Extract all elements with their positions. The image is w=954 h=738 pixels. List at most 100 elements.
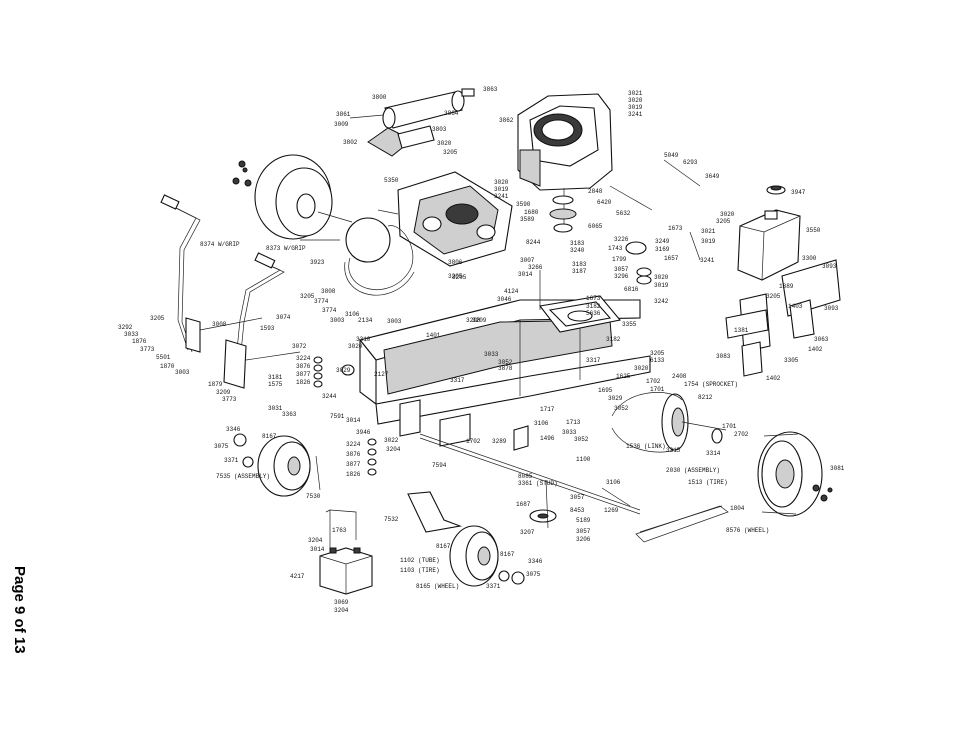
battery xyxy=(319,509,373,595)
part-label: 3019 xyxy=(494,186,509,193)
part-label: 3315 xyxy=(666,447,681,454)
part-label: 1625 xyxy=(616,373,631,380)
part-label: 8212 xyxy=(698,394,713,401)
part-label: 7535 (ASSEMBLY) xyxy=(216,473,270,480)
part-label: 3008 xyxy=(212,321,227,328)
part-label: 3019 xyxy=(654,282,669,289)
part-label: 3033 xyxy=(484,351,499,358)
part-label: 2408 xyxy=(672,373,687,380)
part-label: 3020 xyxy=(494,179,509,186)
part-label: 3773 xyxy=(222,396,237,403)
part-label: 4124 xyxy=(504,288,519,295)
part-label: 8165 (WHEEL) xyxy=(416,583,459,590)
part-label: 3204 xyxy=(386,446,401,453)
part-label: 2134 xyxy=(358,317,373,324)
part-label: 1826 xyxy=(346,471,361,478)
part-label: 3183 xyxy=(570,240,585,247)
part-label: 3187 xyxy=(572,268,587,275)
right-brackets xyxy=(725,259,841,377)
part-label: 3947 xyxy=(791,189,806,196)
part-label: 1680 xyxy=(524,209,539,216)
front-axle xyxy=(407,425,641,533)
part-label: 1673 xyxy=(586,295,601,302)
part-label: 3003 xyxy=(175,369,190,376)
part-label: 3590 xyxy=(516,201,531,208)
part-label: 3052 xyxy=(574,436,589,443)
part-label: 3371 xyxy=(224,457,239,464)
fuel-tank xyxy=(737,185,801,281)
part-label: 6065 xyxy=(588,223,603,230)
part-label: 3206 xyxy=(576,536,591,543)
part-label: 5189 xyxy=(576,517,591,524)
part-label: 3300 xyxy=(802,255,817,262)
part-label: 3029 xyxy=(336,367,351,374)
part-label: 3003 xyxy=(387,318,402,325)
part-label: 8374 W/GRIP xyxy=(200,241,240,248)
part-label: 3009 xyxy=(334,121,349,128)
part-label: 3205 xyxy=(452,274,467,281)
part-label: 1269 xyxy=(604,507,619,514)
part-label: 3205 xyxy=(650,350,665,357)
part-label: 3072 xyxy=(292,343,307,350)
part-label: 3292 xyxy=(118,324,133,331)
part-label: 8576 (WHEEL) xyxy=(726,527,769,534)
part-label: 3205 xyxy=(448,273,463,280)
part-label: 3075 xyxy=(526,571,541,578)
part-label: 3355 xyxy=(622,321,637,328)
part-label: 3205 xyxy=(150,315,165,322)
part-label: 1876 xyxy=(132,338,147,345)
part-label: 3020 xyxy=(634,365,649,372)
part-label: 1657 xyxy=(664,255,679,262)
part-label: 7530 xyxy=(306,493,321,500)
part-label: 3266 xyxy=(528,264,543,271)
part-label: 7591 xyxy=(330,413,345,420)
part-label: 3003 xyxy=(330,317,345,324)
part-label: 1575 xyxy=(268,381,283,388)
drive-sprocket xyxy=(611,392,727,453)
part-label: 3209 xyxy=(216,389,231,396)
part-label: 3861 xyxy=(336,111,351,118)
part-label: 1103 (TIRE) xyxy=(400,567,440,574)
part-label: 3020 xyxy=(437,140,452,147)
part-label: 1381 xyxy=(734,327,749,334)
part-label: 5049 xyxy=(664,152,679,159)
part-label: 1389 xyxy=(779,283,794,290)
part-label: 1402 xyxy=(766,375,781,382)
part-label: 3014 xyxy=(310,546,325,553)
part-label: 3020 xyxy=(348,343,363,350)
part-label: 3800 xyxy=(372,94,387,101)
part-label: 3021 xyxy=(628,90,643,97)
part-label: 3063 xyxy=(814,336,829,343)
part-label: 1804 xyxy=(730,505,745,512)
part-label: 3240 xyxy=(570,247,585,254)
part-label: 3773 xyxy=(140,346,155,353)
part-label: 4217 xyxy=(290,573,305,580)
part-label: 8085 xyxy=(518,473,533,480)
part-label: 3317 xyxy=(450,377,465,384)
part-label: 8244 xyxy=(526,239,541,246)
part-label: 1701 xyxy=(722,423,737,430)
part-label: 3862 xyxy=(499,117,514,124)
part-label: 5636 xyxy=(586,310,601,317)
part-label: 3249 xyxy=(655,238,670,245)
front-wheel-left xyxy=(233,433,321,497)
part-label: 3244 xyxy=(322,393,337,400)
part-label: 1536 (LINK) xyxy=(626,443,666,450)
part-label: 3022 xyxy=(384,437,399,444)
part-label: 3052 xyxy=(498,359,513,366)
part-label: 1799 xyxy=(612,256,627,263)
part-label: 3014 xyxy=(518,271,533,278)
part-label: 3310 xyxy=(356,336,371,343)
part-label: 3226 xyxy=(614,236,629,243)
part-label: 3057 xyxy=(614,266,629,273)
muffler-group xyxy=(349,88,475,157)
control-levers xyxy=(160,194,301,389)
part-label: 1695 xyxy=(598,387,613,394)
part-label: 8453 xyxy=(570,507,585,514)
part-label: 3205 xyxy=(716,218,731,225)
part-label: 3803 xyxy=(432,126,447,133)
part-label: 3020 xyxy=(720,211,735,218)
part-label: 3031 xyxy=(268,405,283,412)
part-label: 3808 xyxy=(321,288,336,295)
